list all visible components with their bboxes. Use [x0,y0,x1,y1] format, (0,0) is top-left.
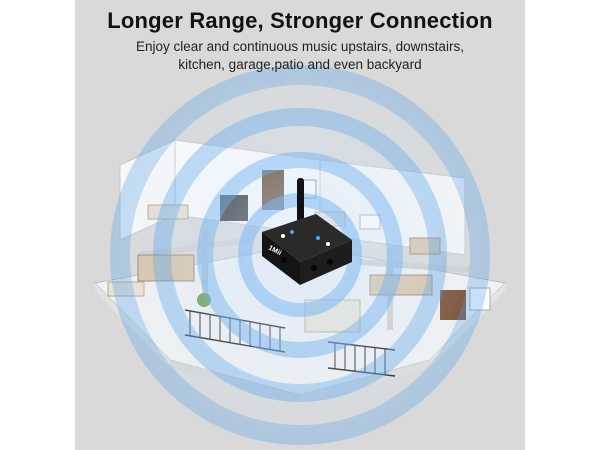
bluetooth-transmitter-icon: 1Mii [262,178,352,285]
headline: Longer Range, Stronger Connection [107,8,493,33]
subheadline-line-2: kitchen, garage,patio and even backyard [178,57,422,72]
subheadline: Enjoy clear and continuous music upstair… [0,38,600,74]
subheadline-line-1: Enjoy clear and continuous music upstair… [136,39,464,54]
